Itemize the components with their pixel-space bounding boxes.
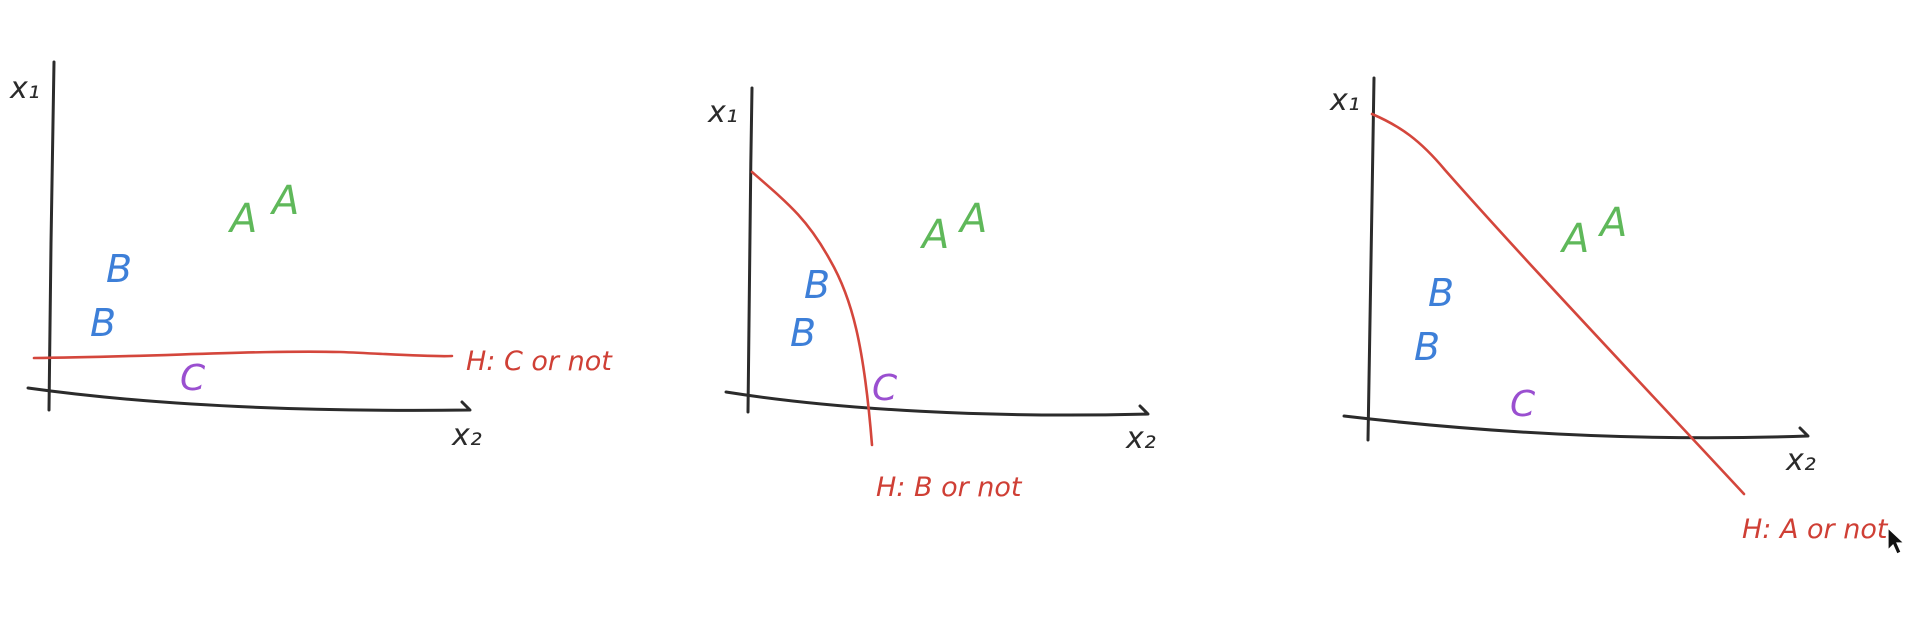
x-axis	[724, 390, 1150, 417]
decision-boundary	[32, 350, 454, 360]
class-b-point: B	[1428, 271, 1454, 315]
x-axis	[1342, 414, 1810, 440]
panel-c-or-not: x₁ x₂ A A B B C H: C or not	[9, 60, 613, 453]
class-a-point: A	[957, 196, 987, 242]
class-c-point: C	[872, 368, 898, 409]
class-a-point: A	[227, 196, 257, 242]
panel-b-or-not: x₁ x₂ A A B B C H: B or not	[707, 86, 1156, 503]
decision-boundary	[750, 170, 874, 447]
y-axis	[746, 86, 754, 414]
y-axis-label: x₁	[707, 95, 738, 130]
y-axis-label: x₁	[1329, 83, 1360, 118]
class-b-point: B	[1414, 325, 1440, 369]
class-a-point: A	[1559, 216, 1589, 262]
class-a-point: A	[1597, 200, 1627, 246]
class-c-point: C	[1510, 384, 1536, 425]
x-axis	[26, 386, 472, 412]
x-axis-label: x₂	[451, 418, 482, 453]
hypothesis-label: H: A or not	[1742, 514, 1889, 545]
class-b-point: B	[106, 247, 132, 291]
class-a-point: A	[919, 212, 949, 258]
y-axis	[47, 60, 56, 412]
x-axis-label: x₂	[1785, 443, 1816, 478]
class-b-point: B	[90, 301, 116, 345]
y-axis	[1366, 76, 1376, 442]
panel-a-or-not: x₁ x₂ A A B B C H: A or not	[1329, 76, 1906, 555]
hypothesis-label: H: C or not	[466, 346, 613, 377]
x-axis-label: x₂	[1125, 421, 1156, 456]
class-b-point: B	[790, 311, 816, 355]
mouse-pointer-icon	[1887, 526, 1906, 555]
decision-boundary	[1370, 112, 1746, 496]
hypothesis-label: H: B or not	[876, 472, 1023, 503]
y-axis-label: x₁	[9, 71, 40, 106]
class-a-point: A	[269, 178, 299, 224]
class-b-point: B	[804, 263, 830, 307]
class-c-point: C	[180, 358, 206, 399]
